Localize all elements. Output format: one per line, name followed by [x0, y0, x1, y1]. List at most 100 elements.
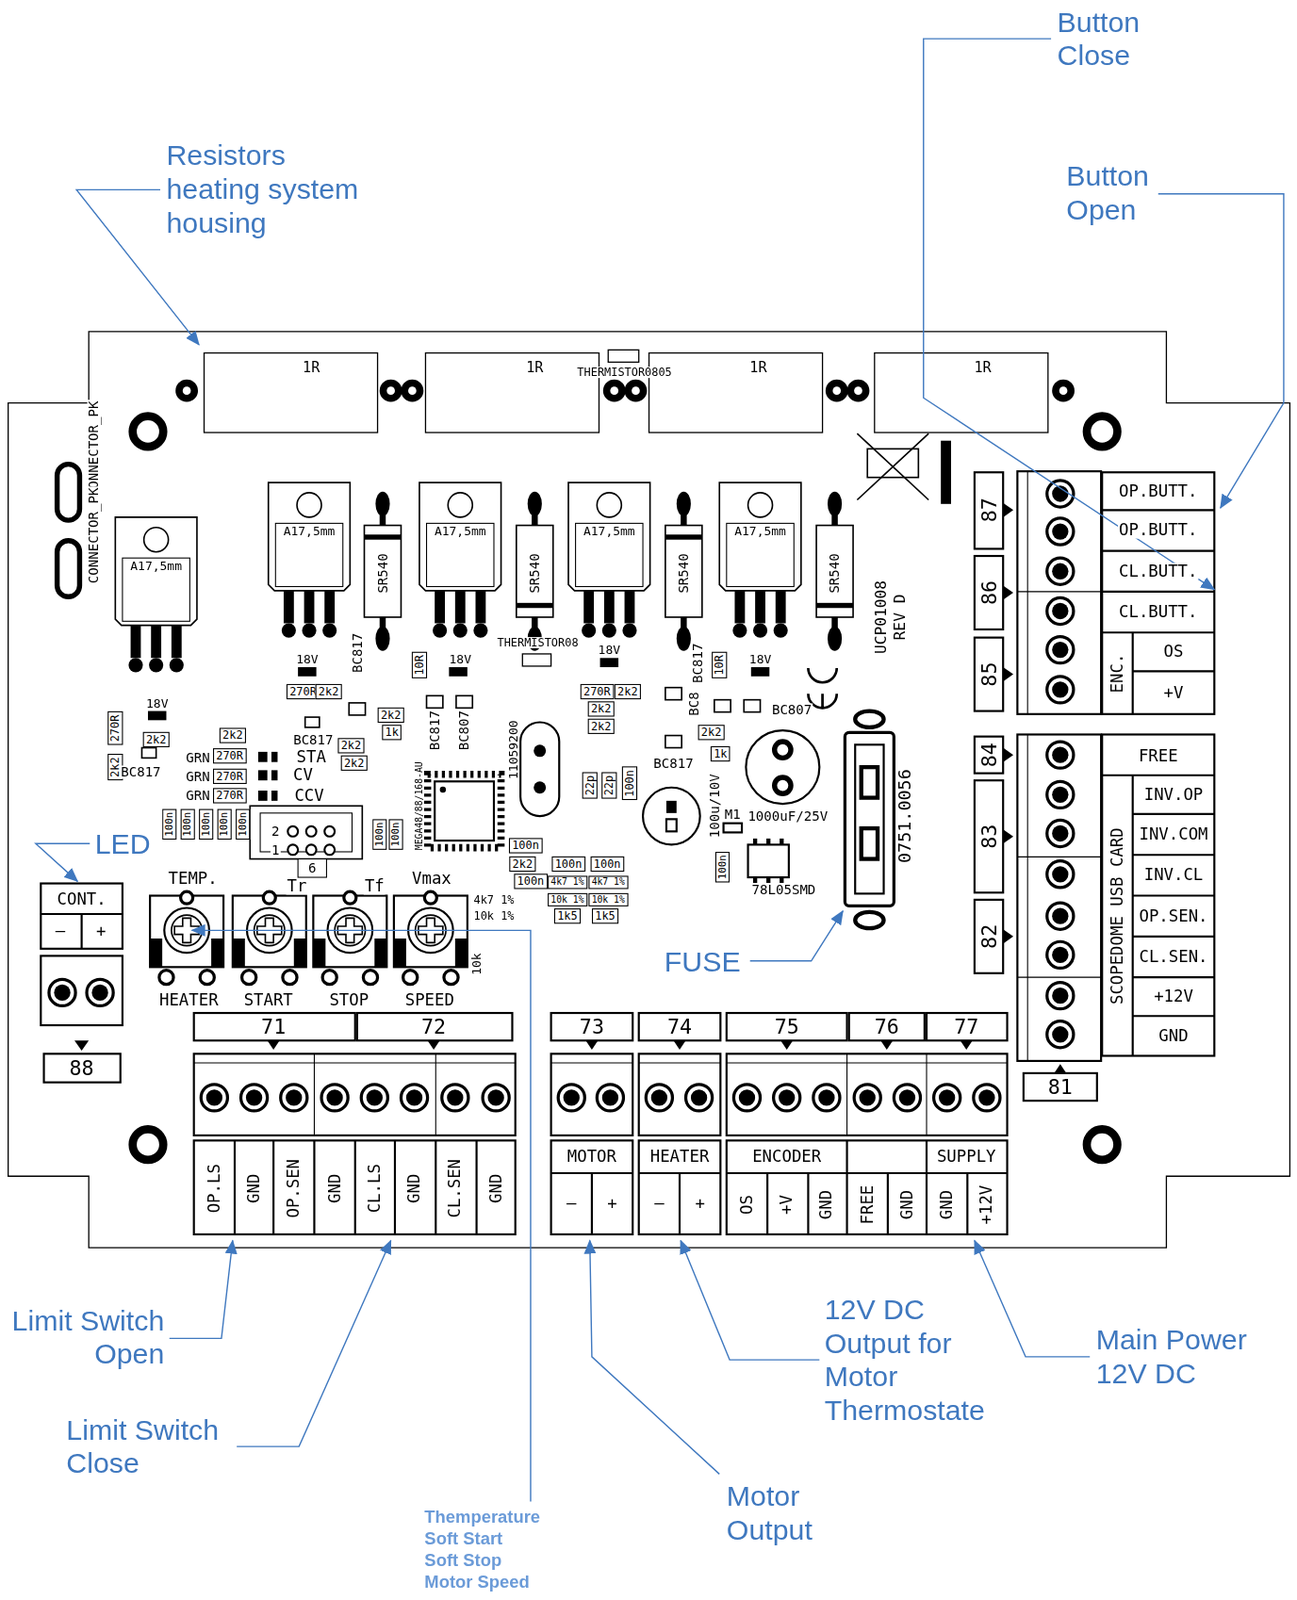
silkscreen-label: TEMP.	[166, 870, 218, 887]
silkscreen-label: SR540	[676, 552, 690, 595]
component-value: 100n	[591, 856, 624, 872]
silkscreen-label: Tr	[286, 878, 309, 895]
callout-text: LED	[95, 827, 151, 862]
silkscreen-label: 4k7 1%	[472, 894, 515, 906]
silkscreen-label: HEATER	[158, 992, 220, 1009]
silkscreen-label: +	[95, 923, 108, 940]
silkscreen-label: SUPPLY	[935, 1149, 998, 1166]
component-value: 2k2	[337, 738, 364, 754]
component-value: 1k5	[554, 908, 581, 924]
silkscreen-label: Tf	[363, 878, 386, 895]
component-value: 100n	[162, 808, 177, 840]
component-value: 1k5	[591, 908, 619, 924]
silkscreen-label: CL.LS	[366, 1163, 383, 1215]
silkscreen-label: 86	[978, 579, 1000, 607]
silkscreen-label: M1	[723, 807, 742, 821]
silkscreen-label: GND	[487, 1173, 504, 1205]
component-value: 2k2	[588, 701, 615, 717]
silkscreen-label: +	[693, 1196, 706, 1213]
silkscreen-label: BC8	[687, 690, 701, 718]
component-value: 2k2	[508, 856, 536, 872]
silkscreen-label: 78L05SMD	[750, 883, 817, 897]
silkscreen-label: BC817	[350, 632, 364, 675]
silkscreen-label: 18V	[145, 698, 170, 711]
component-value: 2k2	[219, 727, 247, 743]
silkscreen-label: BC817	[652, 756, 695, 771]
silkscreen-label: BC807	[771, 703, 814, 717]
silkscreen-label: SR540	[828, 552, 842, 595]
silkscreen-label: 75	[773, 1016, 801, 1037]
silkscreen-label: 18V	[748, 653, 773, 666]
silkscreen-label: 1R	[301, 360, 321, 375]
silkscreen-label: A17,5mm	[282, 525, 337, 539]
silkscreen-label: ENC.	[1109, 653, 1126, 695]
silkscreen-label: 88	[67, 1058, 95, 1080]
silkscreen-label: ENCODER	[751, 1149, 822, 1166]
silkscreen-label: SPEED	[404, 992, 456, 1009]
component-value: 2k2	[698, 724, 725, 740]
silkscreen-label: GND	[899, 1189, 916, 1221]
component-value: 100n	[508, 837, 542, 854]
callout-text: Themperature	[424, 1508, 541, 1529]
silkscreen-label: OP.LS	[206, 1163, 223, 1215]
silkscreen-label: 85	[978, 660, 1000, 688]
component-value: 100n	[388, 819, 403, 851]
silkscreen-label: GND	[246, 1173, 263, 1205]
callout-text: Button Close	[1057, 4, 1160, 72]
silkscreen-label: MOTOR	[566, 1149, 618, 1166]
silkscreen-label: INV.CL	[1143, 867, 1205, 884]
silkscreen-label: REV D	[892, 592, 908, 641]
component-value: 100n	[551, 856, 585, 872]
silkscreen-label: OP.SEN.	[1137, 908, 1209, 925]
silkscreen-label: CCV	[293, 788, 325, 805]
silkscreen-label: OS	[1162, 643, 1184, 660]
callout-text: Limit Switch Open	[0, 1304, 165, 1372]
component-value: 270R	[213, 788, 247, 804]
silkscreen-label: +V	[1162, 684, 1184, 701]
component-value: 2k2	[143, 732, 170, 748]
component-value: 10k 1%	[588, 893, 628, 907]
component-value: 22p	[601, 772, 617, 800]
callout-text: 12V DC Output for Motor Thermostate	[824, 1293, 999, 1429]
component-value: 100n	[372, 819, 387, 851]
component-value: 100n	[180, 808, 196, 840]
silkscreen-label: THERMISTOR0805	[575, 366, 674, 378]
silkscreen-label: OP.BUTT.	[1117, 522, 1199, 539]
silkscreen-label: –	[54, 923, 67, 940]
silkscreen-label: 83	[978, 823, 1000, 851]
silkscreen-label: CONNECTOR_PK	[87, 399, 101, 498]
silkscreen-label: FREE	[859, 1184, 876, 1227]
silkscreen-label: 10k	[470, 952, 483, 977]
silkscreen-label: 1R	[972, 360, 992, 375]
silkscreen-label: +V	[778, 1194, 795, 1216]
silkscreen-label: 100u/10V	[707, 772, 722, 839]
silkscreen-label: Vmax	[410, 870, 453, 887]
silkscreen-label: BC817	[427, 709, 442, 753]
silkscreen-label: –	[653, 1196, 666, 1213]
silkscreen-label: CL.SEN.	[1137, 949, 1209, 966]
silkscreen-label: 81	[1047, 1076, 1074, 1098]
silkscreen-label: OP.SEN	[285, 1158, 302, 1220]
silkscreen-label: GND	[1157, 1028, 1189, 1045]
component-value: 270R	[107, 711, 123, 745]
silkscreen-label: GRN	[184, 788, 212, 803]
component-value: 100n	[198, 808, 214, 840]
silkscreen-label: HEATER	[649, 1149, 711, 1166]
silkscreen-label: CV	[292, 767, 314, 784]
callout-text: Main Power 12V DC	[1096, 1323, 1265, 1391]
callout-text: Soft Stop	[424, 1551, 502, 1573]
silkscreen-label: STOP	[328, 992, 370, 1009]
silkscreen-label: FREE	[1137, 748, 1180, 765]
silkscreen-label: 72	[420, 1016, 447, 1037]
silkscreen-label: GRN	[184, 770, 212, 784]
component-value: 2k2	[341, 755, 368, 772]
silkscreen-label: 71	[260, 1016, 287, 1037]
silkscreen-label: UCP01008	[873, 579, 889, 656]
silkscreen-label: A17,5mm	[129, 559, 183, 573]
silkscreen-label: GND	[818, 1189, 835, 1221]
silkscreen-label: 10k 1%	[472, 910, 515, 922]
silkscreen-label: SR540	[376, 552, 390, 595]
silkscreen-label: 18V	[447, 653, 473, 666]
silkscreen-label: 1000uF/25V	[746, 809, 829, 823]
component-value: 4k7 1%	[588, 875, 628, 889]
